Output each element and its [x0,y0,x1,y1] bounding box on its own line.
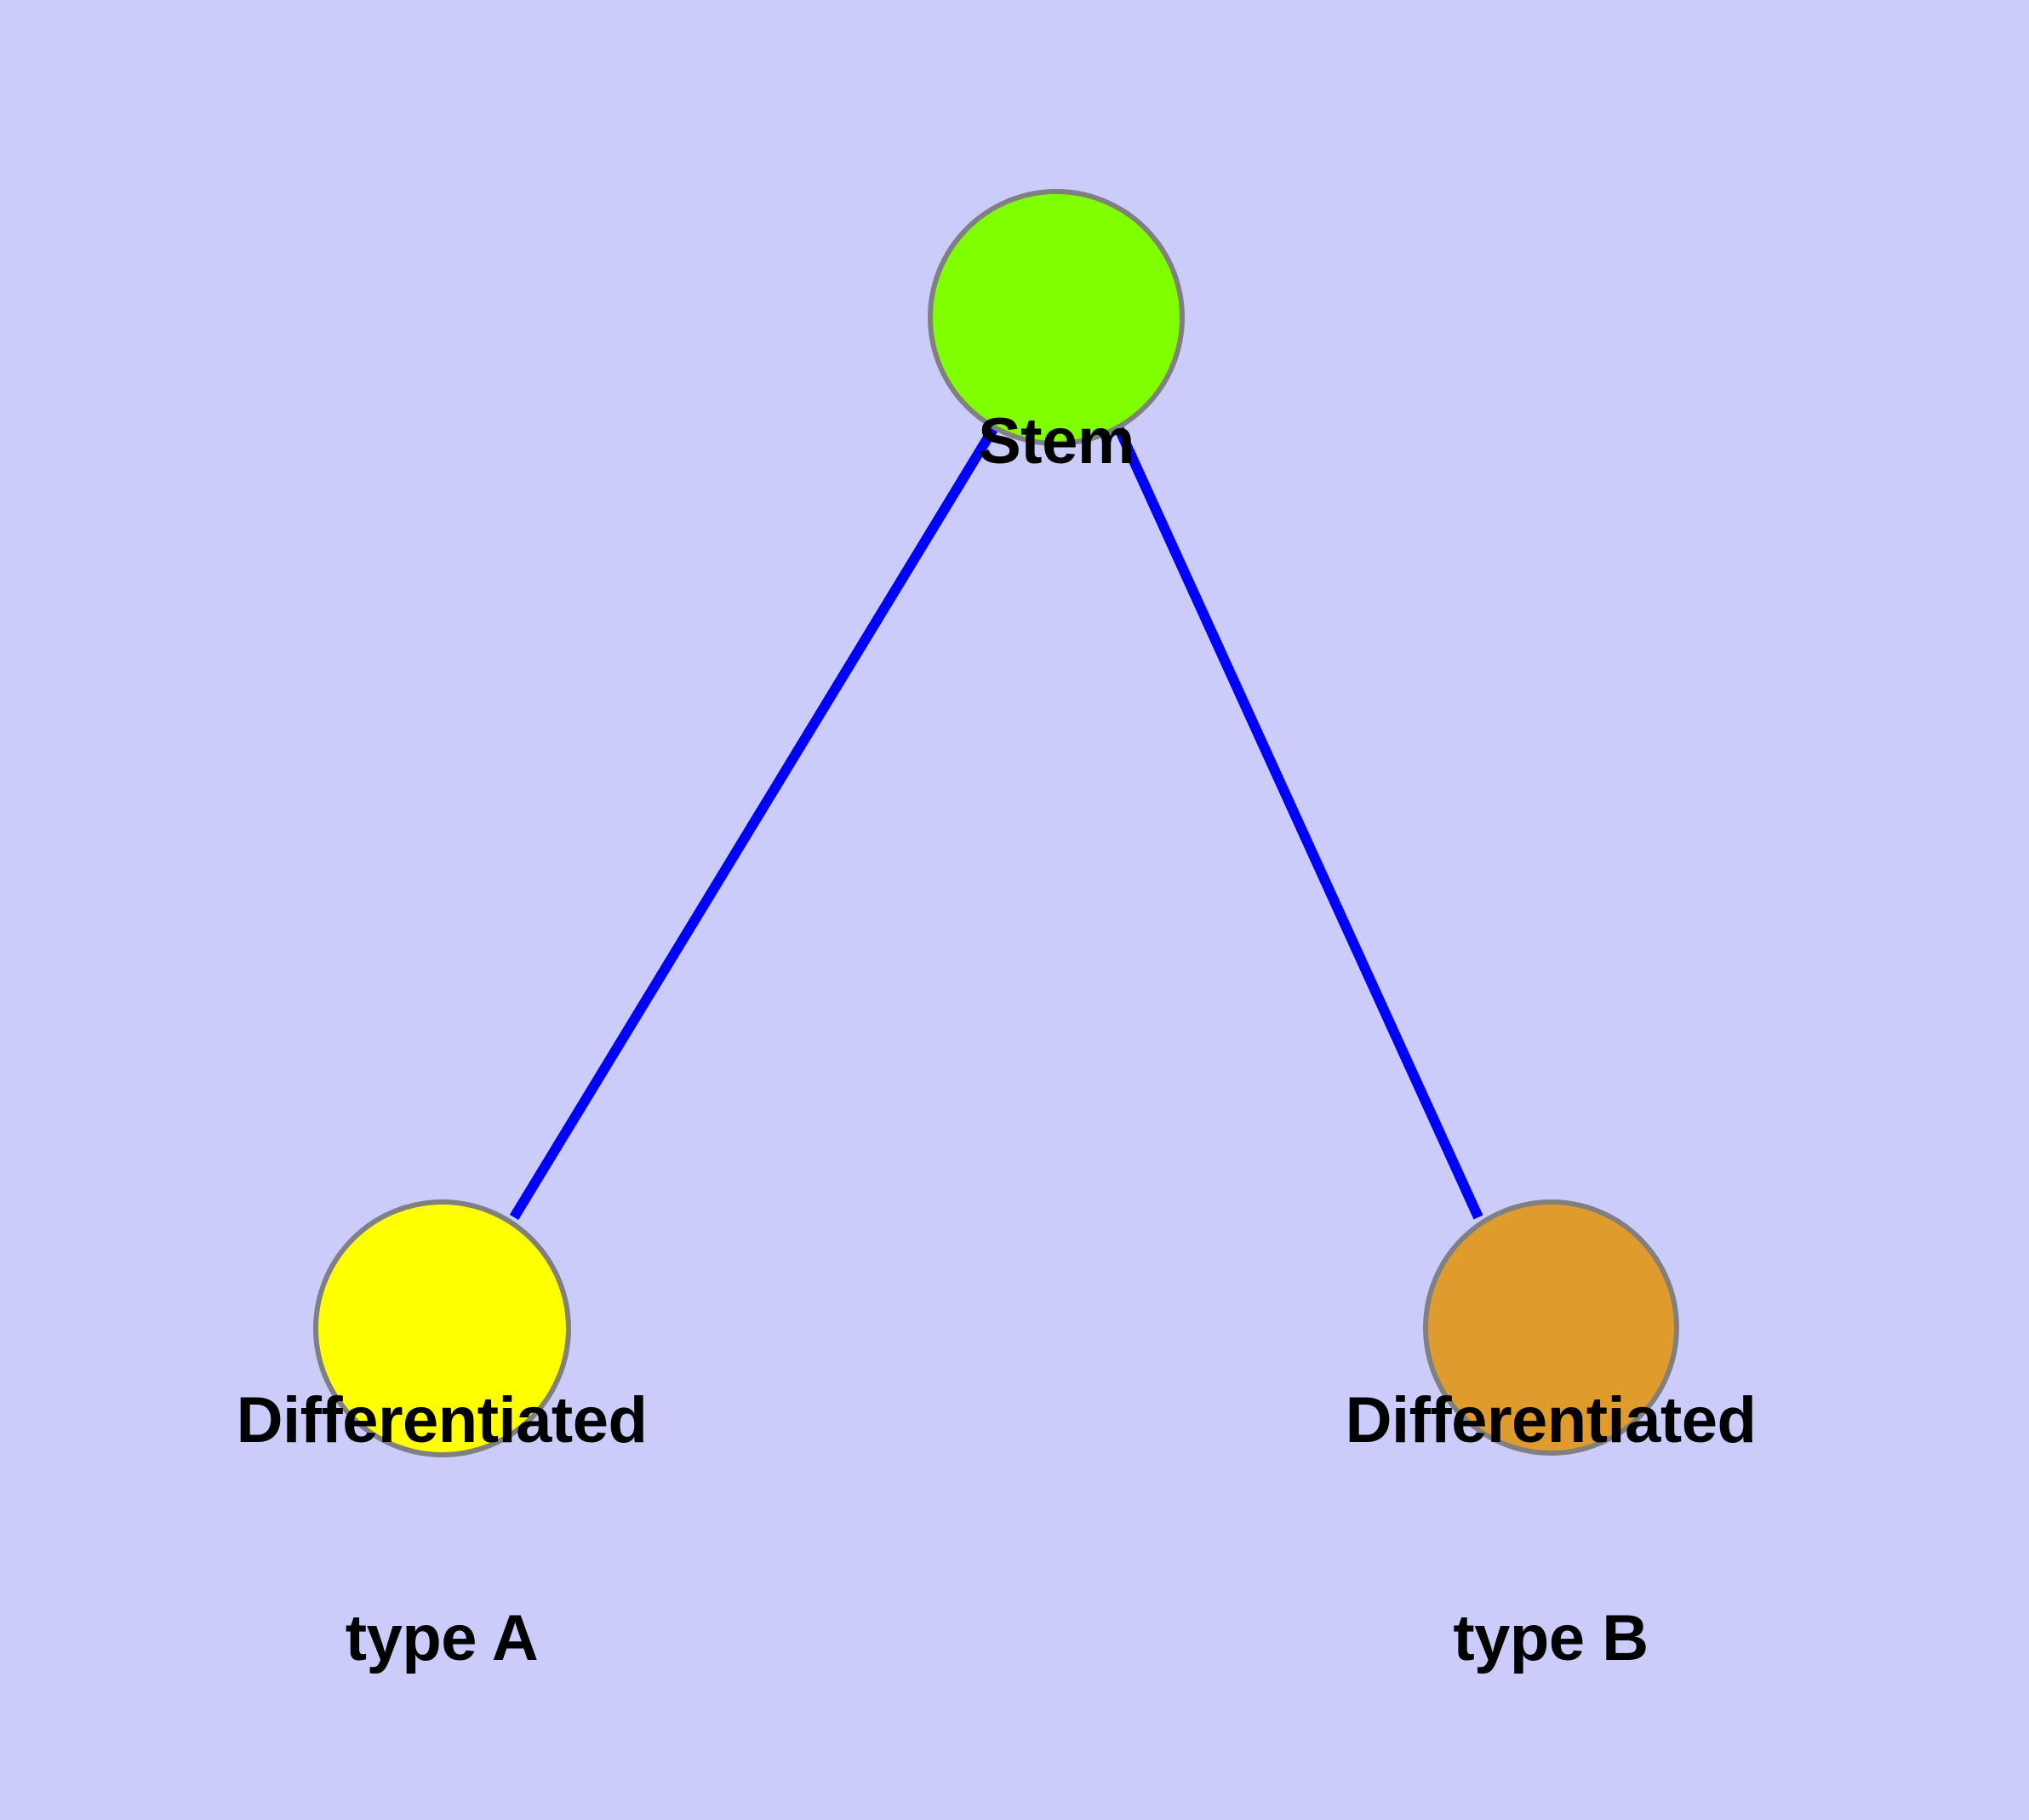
node-stem[interactable] [928,189,1185,446]
edge-stem-to-differentiated-type-b[interactable] [1114,426,1483,1220]
edge-stem-to-differentiated-type-a[interactable] [509,426,998,1221]
node-differentiated-type-b[interactable] [1423,1199,1679,1456]
node-differentiated-type-a[interactable] [313,1199,571,1457]
